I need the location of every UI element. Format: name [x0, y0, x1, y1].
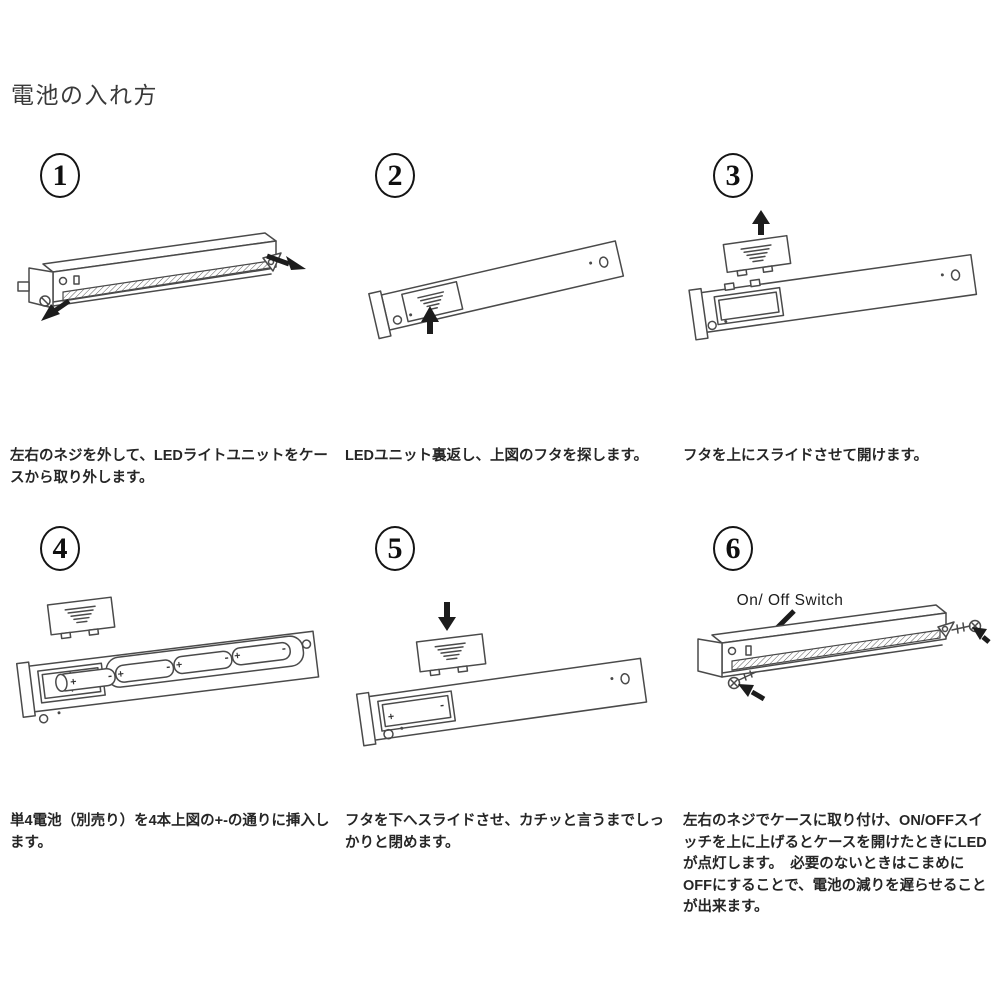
on-off-switch-label: On/ Off Switch — [737, 592, 844, 609]
left-screw — [727, 670, 757, 690]
arrow-up-icon — [752, 210, 770, 235]
step-6: 6 On/ Off Switch — [683, 515, 1000, 915]
led-hole — [727, 646, 737, 656]
left-flange — [688, 287, 709, 341]
step-2: 2 — [345, 145, 677, 513]
battery-cover — [401, 281, 464, 323]
svg-text:-: - — [280, 644, 287, 656]
step-5: 5 + - — [345, 515, 677, 883]
left-screw — [39, 295, 51, 307]
page-title: 電池の入れ方 — [11, 82, 158, 108]
battery-compartment — [377, 690, 457, 732]
step-4-illustration: + - + - + - + - — [15, 596, 320, 724]
step-1-illustration — [17, 232, 306, 321]
arrow-out-left-icon — [41, 298, 71, 321]
battery-compartment — [713, 286, 785, 326]
step-6-illustration: On/ Off Switch — [697, 592, 991, 702]
step-3: 3 — [683, 145, 1000, 513]
svg-text:+: + — [175, 660, 182, 672]
screw-hole — [598, 256, 609, 268]
step-6-caption: 左右のネジでケースに取り付け、ON/OFFスイッチを上に上げるとケースを開けたと… — [683, 813, 987, 915]
screw-hole — [392, 315, 403, 325]
svg-text:+: + — [70, 677, 77, 689]
led-unit-back: + - — [355, 657, 648, 747]
light-strip — [62, 260, 271, 302]
arrow-out-right-icon — [266, 253, 306, 270]
svg-text:+: + — [117, 669, 124, 681]
step-3-caption: フタを上にスライドさせて開けます。 — [683, 448, 929, 464]
step-2-number-badge: 2 — [375, 153, 415, 198]
step-6-number-badge: 6 — [713, 526, 753, 571]
left-flange — [15, 661, 36, 718]
led-unit-back — [368, 240, 625, 340]
screw-hole — [950, 269, 961, 281]
step-3-illustration — [688, 210, 978, 341]
step-2-caption: LEDユニット裏返し、上図のフタを探します。 — [345, 448, 649, 464]
led-light-unit — [17, 232, 282, 309]
left-flange — [368, 290, 392, 340]
arrow-down-icon — [438, 602, 456, 631]
on-off-switch — [745, 645, 752, 656]
svg-text:-: - — [438, 700, 446, 712]
screw-hole — [707, 320, 717, 331]
batteries: + - + - + - + - — [55, 641, 291, 693]
battery — [173, 650, 233, 675]
step-4-number-badge: 4 — [40, 526, 80, 571]
arrow-in-left-icon — [738, 684, 766, 702]
screw-hole — [383, 728, 394, 740]
svg-text:-: - — [106, 671, 113, 683]
led-hole — [58, 276, 68, 286]
mount-peg — [17, 281, 30, 292]
screw-hole — [301, 639, 312, 649]
svg-text:-: - — [165, 662, 172, 674]
step-4: 4 + - + — [10, 515, 342, 883]
led-unit-back: + - + - + - + - — [15, 630, 320, 724]
left-flange — [355, 691, 377, 747]
led-light-unit — [697, 604, 955, 678]
arrow-in-right-icon — [972, 627, 991, 644]
step-5-illustration: + - — [355, 602, 648, 747]
switch-glyph — [73, 275, 80, 285]
arrow-up-icon — [421, 306, 439, 334]
right-screw-tab — [937, 621, 955, 638]
step-1-number-badge: 1 — [40, 153, 80, 198]
step-2-illustration — [368, 240, 625, 340]
battery — [114, 659, 175, 683]
svg-text:-: - — [223, 653, 230, 665]
battery-cover — [46, 596, 116, 640]
battery-cover — [415, 633, 487, 677]
battery-cover — [722, 234, 792, 277]
step-1: 1 — [10, 145, 342, 513]
step-5-caption: フタを下へスライドさせ、カチッと言うまでしっかりと閉めます。 — [345, 813, 664, 851]
light-strip — [731, 629, 941, 671]
screw-hole — [620, 672, 630, 685]
screw-hole — [38, 713, 49, 724]
step-1-caption: 左右のネジを外して、LEDライトユニットをケースから取り外します。 — [10, 448, 328, 486]
led-unit-back — [688, 253, 978, 341]
battery — [231, 641, 291, 666]
svg-text:+: + — [234, 650, 241, 662]
svg-text:+: + — [387, 711, 395, 723]
step-5-number-badge: 5 — [375, 526, 415, 571]
step-4-caption: 単4電池（別売り）を4本上図の+-の通りに挿入します。 — [10, 813, 330, 851]
step-3-number-badge: 3 — [713, 153, 753, 198]
